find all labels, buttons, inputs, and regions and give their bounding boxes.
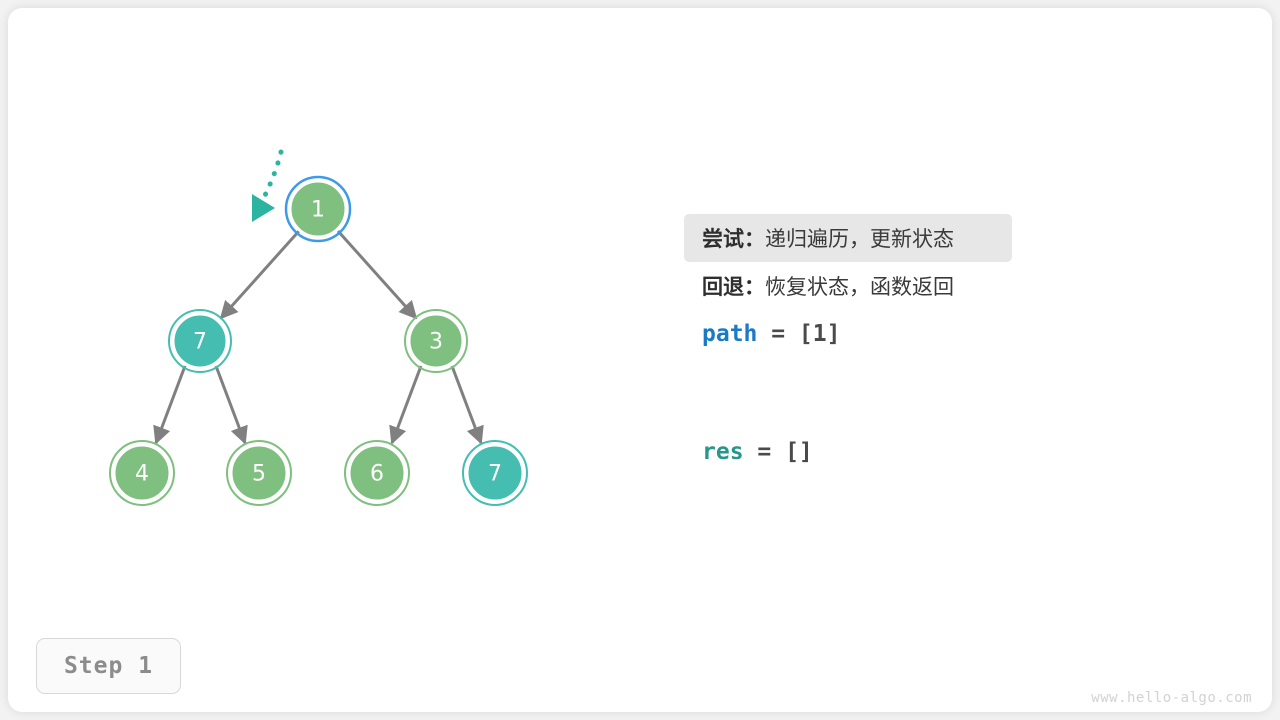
path-variable-name: path — [702, 321, 758, 347]
res-variable-name: res — [702, 439, 744, 465]
panel-row-try: 尝试： 递归遍历，更新状态 — [684, 214, 1012, 262]
tree-node-7-right[interactable]: 7 — [462, 440, 528, 506]
panel-row-try-key: 尝试： — [702, 227, 765, 251]
tree-node-7-left[interactable]: 7 — [168, 309, 232, 373]
panel-row-backtrack-key: 回退： — [702, 275, 765, 299]
tree-node-5[interactable]: 5 — [226, 440, 292, 506]
tree-node-4[interactable]: 4 — [109, 440, 175, 506]
panel-row-try-value: 递归遍历，更新状态 — [765, 227, 954, 251]
tree-node-6-label: 6 — [370, 462, 384, 487]
edge-1-to-7 — [219, 229, 301, 320]
res-variable-row: res = [] — [684, 428, 1224, 476]
path-variable-value: = [1] — [757, 321, 841, 347]
edge-1-to-3 — [336, 229, 418, 320]
tree-node-6[interactable]: 6 — [344, 440, 410, 506]
tree-node-5-label: 5 — [252, 462, 266, 487]
edge-7-to-5 — [214, 365, 248, 445]
edge-3-to-7b — [450, 365, 484, 445]
binary-tree-diagram: 1 7 3 4 5 6 7 — [109, 149, 528, 506]
res-variable-value: = [] — [743, 439, 813, 465]
tree-node-7-right-label: 7 — [488, 462, 502, 487]
tree-node-1[interactable]: 1 — [284, 175, 352, 243]
tree-node-1-label: 1 — [311, 198, 325, 223]
watermark: www.hello-algo.com — [1091, 690, 1252, 706]
tree-node-4-label: 4 — [135, 462, 149, 487]
path-variable-row: path = [1] — [684, 310, 1224, 358]
step-badge: Step 1 — [36, 638, 181, 694]
panel-spacer — [684, 358, 1224, 428]
tree-node-7-left-label: 7 — [193, 330, 207, 355]
state-panel: 尝试： 递归遍历，更新状态 回退： 恢复状态，函数返回 path = [1] r… — [684, 214, 1224, 476]
tree-node-3-label: 3 — [429, 330, 443, 355]
recursion-pointer-arrow — [252, 149, 284, 222]
edge-7-to-4 — [153, 365, 187, 445]
panel-row-backtrack-value: 恢复状态，函数返回 — [765, 275, 954, 299]
tree-edges — [153, 229, 484, 445]
edge-3-to-6 — [389, 365, 423, 445]
tree-node-3[interactable]: 3 — [404, 309, 468, 373]
panel-row-backtrack: 回退： 恢复状态，函数返回 — [684, 262, 1224, 310]
